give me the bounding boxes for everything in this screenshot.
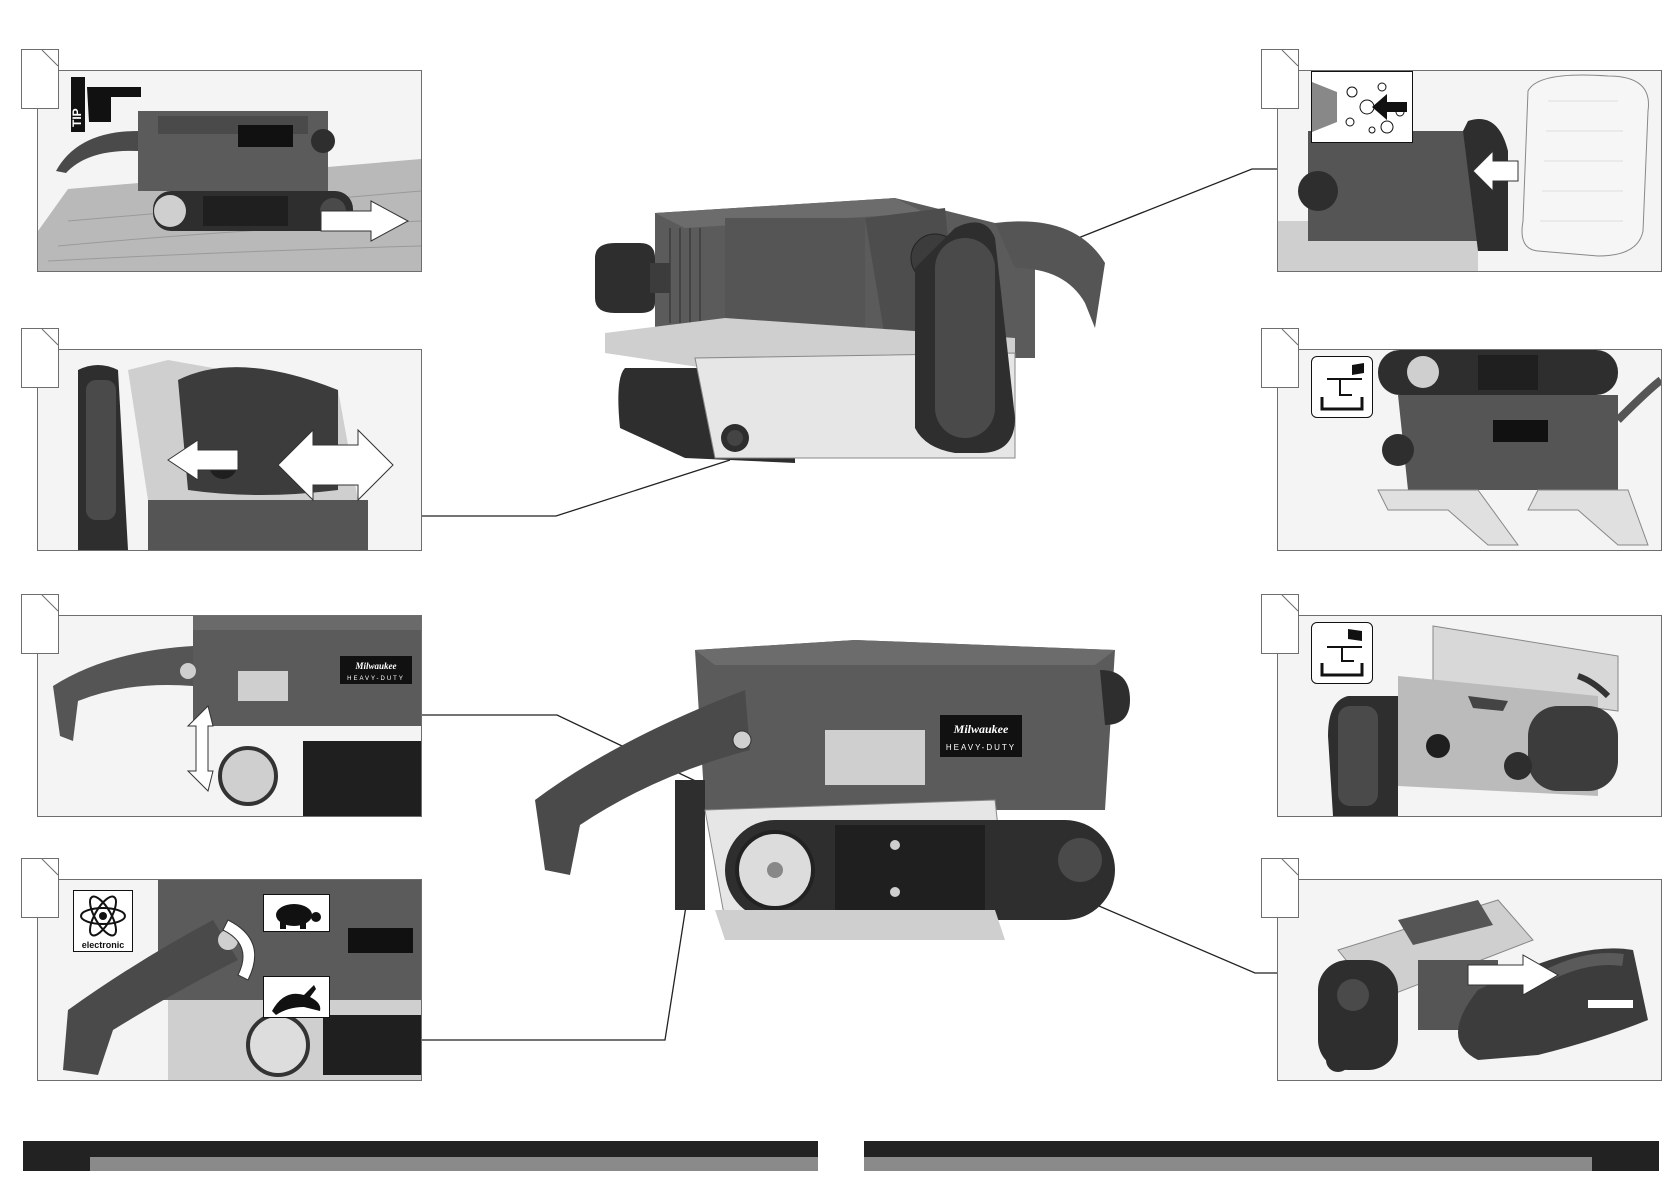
- brand-name: Milwaukee: [354, 661, 396, 671]
- brand-line: HEAVY-DUTY: [347, 676, 405, 682]
- figure-tab-6: [1261, 328, 1299, 388]
- clamp-stand-icon: [1311, 356, 1373, 418]
- figure-tab-3: [21, 594, 59, 654]
- figure-panel-belt-tracking: [37, 349, 422, 551]
- figure-tab-7: [1261, 594, 1299, 654]
- figure-tab-2: [21, 328, 59, 388]
- figure-tab-4: [21, 858, 59, 918]
- figure-panel-tip: TIP: [37, 70, 422, 272]
- dust-particles-icon: [1311, 71, 1413, 143]
- belt-sander-front-view: Milwaukee HEAVY-DUTY: [535, 630, 1155, 950]
- figure-panel-guide-fence: [1277, 615, 1662, 817]
- turtle-slow-icon: [263, 894, 330, 932]
- electronic-label: electronic: [82, 940, 125, 950]
- belt-sander-rear-view: [595, 188, 1185, 498]
- footer-bar-left-inner: [90, 1157, 818, 1171]
- brand-line-large: HEAVY-DUTY: [946, 743, 1016, 752]
- figure-tab-1: [21, 49, 59, 109]
- footer-bar-right-inner: [864, 1157, 1592, 1171]
- brand-name-large: Milwaukee: [953, 722, 1009, 736]
- figure-tab-8: [1261, 858, 1299, 918]
- figure-panel-dust-bag: [1277, 70, 1662, 272]
- rabbit-fast-icon: [263, 976, 330, 1018]
- tip-hand-icon: TIP: [71, 77, 146, 132]
- figure-tab-5: [1261, 49, 1299, 109]
- figure-panel-stationary-stand: [1277, 349, 1662, 551]
- electronic-atom-icon: electronic: [73, 890, 133, 952]
- figure-panel-handle: Milwaukee HEAVY-DUTY: [37, 615, 422, 817]
- figure-panel-speed-control: electronic: [37, 879, 422, 1081]
- tip-label: TIP: [71, 108, 84, 127]
- clamp-guide-icon: [1311, 622, 1373, 684]
- figure-panel-belt-replacement: [1277, 879, 1662, 1081]
